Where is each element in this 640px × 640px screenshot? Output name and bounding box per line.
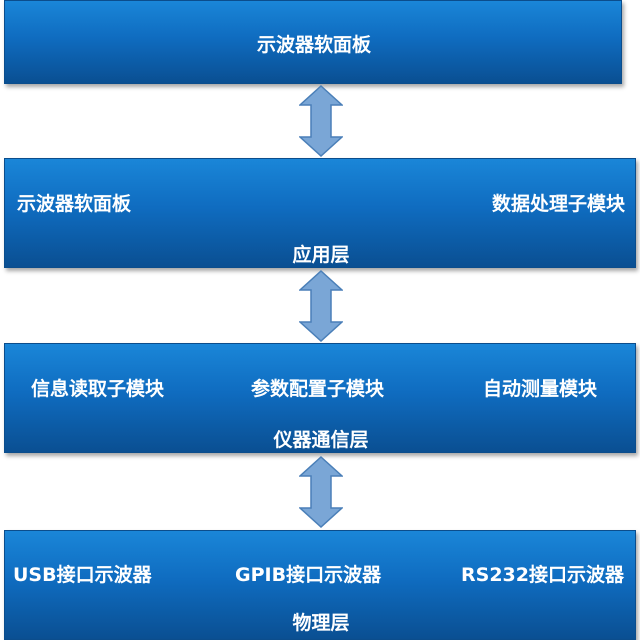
data-processing-module-label: 数据处理子模块 (491, 193, 625, 215)
communication-layer-block: 信息读取子模块 参数配置子模块 自动测量模块 仪器通信层 (4, 343, 636, 453)
double-arrow-icon (299, 456, 343, 528)
top-block: 示波器软面板 (4, 0, 622, 84)
physical-layer-block: USB接口示波器 GPIB接口示波器 RS232接口示波器 物理层 (4, 530, 636, 640)
application-layer-block: 示波器软面板 数据处理子模块 应用层 (4, 158, 636, 268)
double-arrow-icon (299, 85, 343, 157)
double-arrow-icon (299, 270, 343, 342)
application-layer-label: 应用层 (292, 244, 350, 266)
communication-layer-label: 仪器通信层 (273, 429, 369, 451)
top-block-title: 示波器软面板 (256, 34, 371, 56)
app-software-panel-label: 示波器软面板 (17, 193, 132, 215)
rs232-oscilloscope-label: RS232接口示波器 (461, 564, 624, 586)
physical-layer-label: 物理层 (292, 612, 350, 634)
info-read-module-label: 信息读取子模块 (31, 378, 165, 400)
gpib-oscilloscope-label: GPIB接口示波器 (235, 564, 382, 586)
auto-measure-module-label: 自动测量模块 (483, 378, 598, 400)
usb-oscilloscope-label: USB接口示波器 (13, 564, 152, 586)
param-config-module-label: 参数配置子模块 (251, 378, 385, 400)
